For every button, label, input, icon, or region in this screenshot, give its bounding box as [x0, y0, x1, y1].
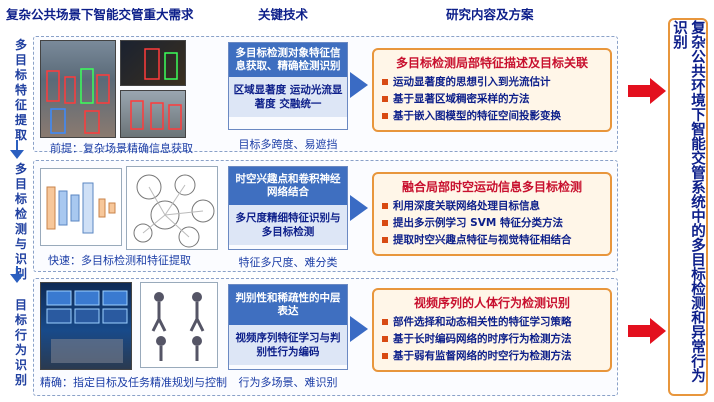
row3-photo-control-room [40, 282, 132, 370]
cnn-layers-icon [46, 182, 116, 234]
row1-tech-bottom: 区域显著度 运动光流显著度 交融统一 [229, 77, 347, 117]
header-need: 复杂公共场景下智能交管重大需求 [6, 7, 194, 22]
crosswalk-box-icon [130, 100, 182, 130]
row3-tech-bottom: 视频序列特征学习与判别性行为编码 [229, 325, 347, 365]
detection-boxes-icon [46, 68, 110, 134]
bullet-icon [382, 319, 388, 325]
row1-tech-foot: 目标多跨度、易遮挡 [238, 138, 338, 151]
bullet-icon [382, 113, 388, 119]
row2-tech-top: 时空兴趣点和卷积神经网络结合 [229, 167, 347, 205]
row2-cluster-diagram [126, 166, 218, 250]
row2-tech-bottom: 多尺度精细特征识别与多目标检测 [229, 205, 347, 245]
header-content: 研究内容及方案 [446, 7, 534, 22]
row3-item: 基于长时编码网络的时序行为检测方法 [382, 331, 602, 348]
human-pose-icon [151, 292, 205, 361]
row1-content-box: 多目标检测局部特征描述及目标关联 运动显著度的思想引入到光流估计 基于显著区域稠… [372, 48, 612, 132]
row1-flow-arrow [10, 150, 24, 159]
row2-caption: 快速：多目标检测和特征提取 [48, 254, 191, 267]
row2-item: 提取时空兴趣点特征与视觉特征相结合 [382, 232, 602, 249]
red-arrow-icon [628, 318, 666, 344]
row2-content-title: 融合局部时空运动信息多目标检测 [401, 180, 582, 194]
row1-flow-line [16, 140, 18, 152]
row3-content-title: 视频序列的人体行为检测识别 [413, 296, 570, 310]
row2-item: 提出多示例学习 SVM 特征分类方法 [382, 215, 602, 232]
row1-photo-street-detection [40, 40, 116, 138]
cluster-circles-icon [133, 174, 215, 248]
row2-flow-line [16, 266, 18, 276]
row1-photo-night-pedestrian [120, 40, 186, 86]
header-tech: 关键技术 [258, 7, 309, 22]
row3-tech-column: 判别性和稀疏性的中层表达 视频序列特征学习与判别性行为编码 [228, 284, 348, 370]
row2-content-box: 融合局部时空运动信息多目标检测 利用深度关联网络处理目标信息 提出多示例学习 S… [372, 172, 612, 256]
row3-item: 基于弱有监督网络的时空行为检测方法 [382, 348, 602, 365]
row2-tech-column: 时空兴趣点和卷积神经网络结合 多尺度精细特征识别与多目标检测 [228, 166, 348, 250]
monitor-wall-icon [46, 290, 128, 363]
bullet-icon [382, 96, 388, 102]
pedestrian-box-icon [144, 48, 178, 80]
row2-tech-foot: 特征多尺度、难分类 [238, 256, 338, 269]
red-arrow-icon [628, 78, 666, 104]
row2-arrow-right [350, 195, 368, 221]
row3-arrow-right [350, 316, 368, 342]
row1-content-title: 多目标检测局部特征描述及目标关联 [395, 56, 588, 70]
row1-tech-top: 多目标检测对象特征信息获取、精确检测识别 [229, 43, 347, 77]
bullet-icon [382, 336, 388, 342]
row3-tech-top: 判别性和稀疏性的中层表达 [229, 285, 347, 325]
bullet-icon [382, 79, 388, 85]
bullet-icon [382, 203, 388, 209]
row2-item: 利用深度关联网络处理目标信息 [382, 198, 602, 215]
row1-item: 基于嵌入图模型的特征空间投影变换 [382, 108, 602, 125]
row2-network-diagram [40, 168, 122, 246]
summary-box: 复杂公共环境下智能交管系统中的多目标检测和异常行为识别 [668, 18, 708, 396]
row1-tech-column: 多目标检测对象特征信息获取、精确检测识别 区域显著度 运动光流显著度 交融统一 [228, 42, 348, 130]
summary-text: 复杂公共环境下智能交管系统中的多目标检测和异常行为识别 [671, 20, 705, 383]
row2-vlabel: 多目标检测与识别 [14, 162, 27, 281]
row3-tech-foot: 行为多场景、难识别 [238, 376, 338, 389]
row2-flow-arrow [10, 274, 24, 283]
row3-content-box: 视频序列的人体行为检测识别 部件选择和动态相关性的特征学习策略 基于长时编码网络… [372, 288, 612, 372]
bullet-icon [382, 220, 388, 226]
row1-caption: 前提：复杂场景精确信息获取 [50, 142, 193, 155]
row1-item: 基于显著区域稠密采样的方法 [382, 91, 602, 108]
row3-vlabel: 目标行为识别 [14, 298, 27, 387]
row3-item: 部件选择和动态相关性的特征学习策略 [382, 314, 602, 331]
row3-photo-pedestrian-poses [140, 282, 218, 368]
row1-arrow-right [350, 72, 368, 98]
bullet-icon [382, 353, 388, 359]
row3-caption: 精确：指定目标及任务精准规划与控制 [40, 376, 227, 389]
row1-photo-crosswalk [120, 90, 186, 138]
bullet-icon [382, 237, 388, 243]
row1-vlabel: 多目标特征提取 [14, 38, 27, 142]
row1-item: 运动显著度的思想引入到光流估计 [382, 74, 602, 91]
